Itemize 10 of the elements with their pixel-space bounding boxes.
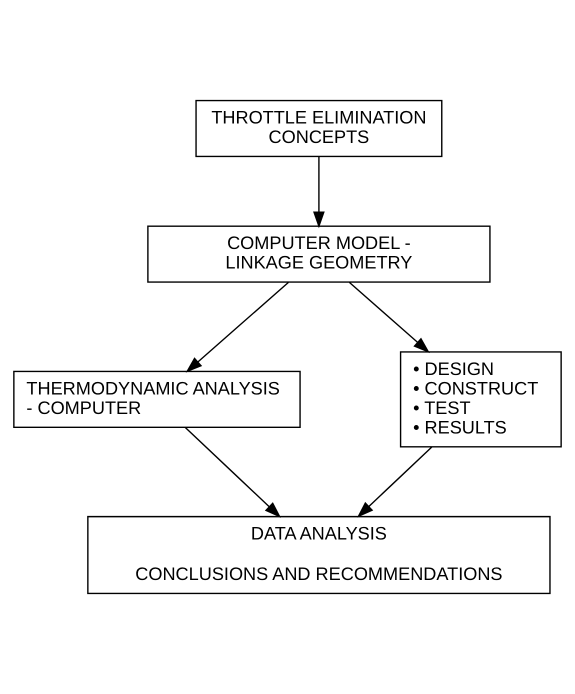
arrow [184, 426, 282, 518]
arrow [186, 282, 289, 373]
node-box: THERMODYNAMIC ANALYSIS - COMPUTER [13, 370, 301, 428]
arrow [313, 156, 325, 228]
node-box: • DESIGN • CONSTRUCT • TEST • RESULTS [400, 351, 562, 448]
arrow [357, 446, 432, 518]
arrow [348, 282, 430, 354]
node-box: DATA ANALYSIS CONCLUSIONS AND RECOMMENDATIONS [87, 516, 551, 594]
node-box: COMPUTER MODEL - LINKAGE GEOMETRY [147, 226, 491, 283]
node-box: THROTTLE ELIMINATION CONCEPTS [195, 100, 442, 158]
